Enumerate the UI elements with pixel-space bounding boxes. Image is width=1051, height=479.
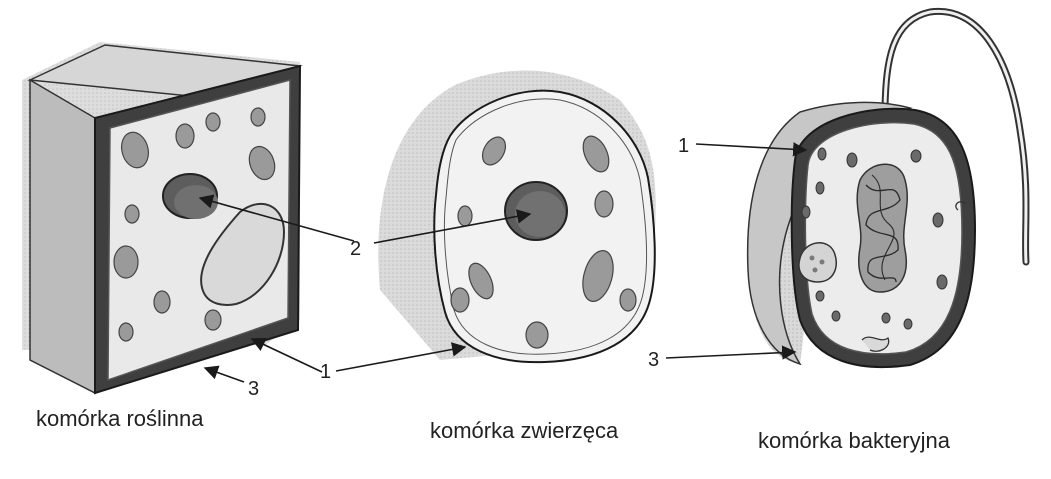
label-plant-wall: 3 (248, 378, 259, 400)
label-bacteria-wall: 3 (648, 349, 659, 371)
caption-animal-cell: komórka zwierzęca (430, 418, 618, 444)
bacteria-cell (748, 11, 1026, 367)
bacteria-plasmid (799, 243, 836, 282)
label-bacteria-membrane: 1 (678, 135, 689, 157)
label-plant-membrane: 1 (320, 361, 331, 383)
plant-cell (22, 42, 300, 393)
caption-bacteria-cell: komórka bakteryjna (758, 428, 950, 454)
bacteria-nucleoid (857, 164, 907, 292)
label-nucleus: 2 (350, 238, 361, 260)
caption-plant-cell: komórka roślinna (36, 406, 204, 432)
plant-cell-side-face (30, 80, 95, 393)
